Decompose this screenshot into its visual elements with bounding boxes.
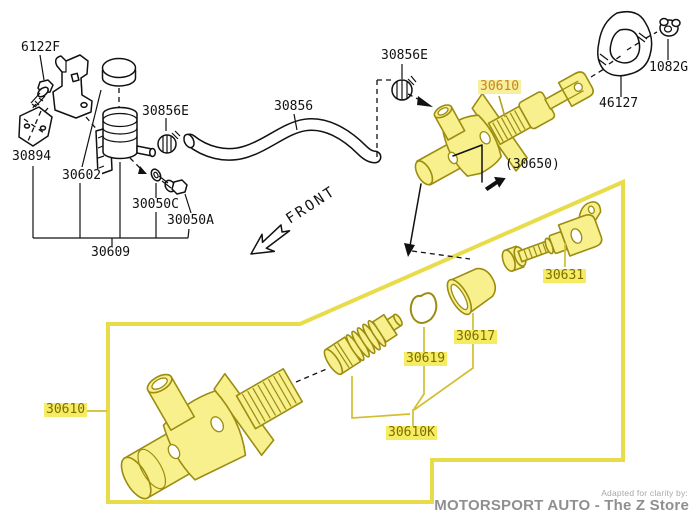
callout-30650: (30650) bbox=[505, 157, 560, 172]
insulator-46127 bbox=[590, 10, 658, 97]
snap-ring-30619 bbox=[409, 292, 438, 324]
callout-30856: 30856 bbox=[274, 99, 314, 114]
callout-30610-box: 30610 bbox=[44, 402, 88, 417]
nut-1082g bbox=[659, 17, 681, 60]
master-cylinder-body-exploded bbox=[120, 368, 304, 500]
callout-30617: 30617 bbox=[454, 329, 498, 344]
callout-1082g: 1082G bbox=[649, 60, 689, 75]
callout-30610-assembly: 30610 bbox=[478, 79, 522, 94]
callout-line-30610-top bbox=[498, 95, 506, 118]
callout-30609: 30609 bbox=[91, 245, 131, 260]
callout-30619: 30619 bbox=[404, 351, 448, 366]
callout-30050c: 30050C bbox=[131, 197, 180, 212]
callout-30610k: 30610K bbox=[386, 425, 437, 440]
clamp-30856e-top bbox=[376, 64, 433, 158]
callout-30602: 30602 bbox=[61, 168, 103, 183]
arrow-30650-icon bbox=[484, 176, 506, 192]
boot-30617 bbox=[446, 267, 497, 316]
front-label: FRONT bbox=[283, 183, 339, 227]
master-cylinder-assembly-30610 bbox=[414, 71, 594, 186]
callout-30856e-reservoir: 30856E bbox=[142, 104, 189, 119]
footer-brand: MOTORSPORT AUTO - The Z Store bbox=[434, 497, 689, 514]
hose-30856 bbox=[183, 113, 382, 164]
axis-dash-piston bbox=[295, 367, 330, 383]
reservoir-bracket-assembly bbox=[18, 54, 192, 246]
pointer-line-30650 bbox=[452, 144, 483, 183]
callout-30631: 30631 bbox=[543, 268, 587, 283]
footer-tagline: Adapted for clarity by: bbox=[601, 488, 688, 498]
callout-30894: 30894 bbox=[11, 149, 53, 164]
detail-box-border bbox=[106, 178, 625, 504]
callout-30856e-hose: 30856E bbox=[381, 48, 428, 63]
arrow-to-exploded-view bbox=[404, 183, 422, 257]
axis-dash-30631 bbox=[411, 250, 471, 260]
front-arrow: FRONT bbox=[250, 183, 339, 255]
callout-46127: 46127 bbox=[599, 96, 639, 111]
pushrod-assembly-30631 bbox=[501, 201, 603, 272]
callout-30050a: 30050A bbox=[166, 213, 215, 228]
piston-assembly-30610k bbox=[323, 313, 403, 376]
clamp-30856e-left bbox=[157, 118, 181, 154]
callout-6122f: 6122F bbox=[21, 40, 61, 55]
